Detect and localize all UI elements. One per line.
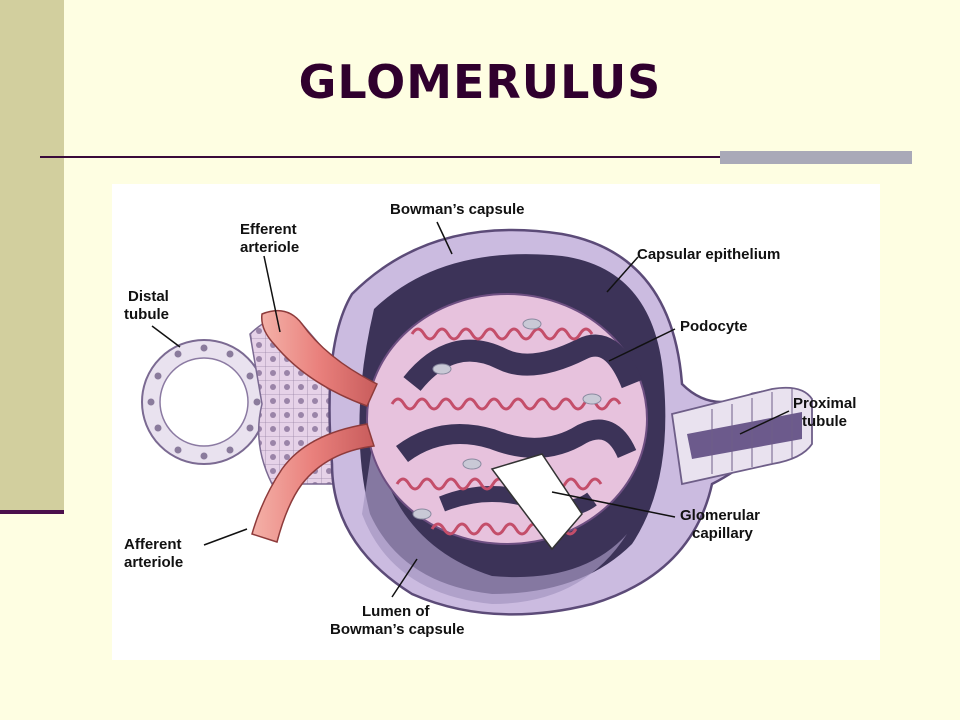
title-divider-accent [720,151,912,164]
label-glomerular-capillary-line1: Glomerular [680,507,760,524]
label-glomerular-capillary-line2: capillary [692,525,754,542]
label-afferent-arteriole-line1: Afferent [124,536,182,553]
label-proximal-tubule-line1: Proximal [793,395,856,412]
distal-tubule-drawing [141,339,267,465]
glomerulus-diagram: Bowman’s capsule Capsular epithelium Eff… [124,201,856,638]
slide-title: GLOMERULUS [298,55,662,109]
label-distal-tubule-line2: tubule [124,306,169,323]
label-capsular-epithelium: Capsular epithelium [637,246,780,263]
capillary-tuft [366,293,648,545]
label-podocyte: Podocyte [680,318,748,335]
label-bowmans-capsule: Bowman’s capsule [390,201,525,218]
label-lumen-line2: Bowman’s capsule [330,621,465,638]
label-distal-tubule-line1: Distal [128,288,169,305]
label-lumen-line1: Lumen of [362,603,430,620]
cutaway-wedge [490,453,583,551]
title-divider [40,156,912,158]
afferent-arteriole-vessel [251,423,375,543]
glomerulus-figure: Bowman’s capsule Capsular epithelium Eff… [112,184,880,660]
label-afferent-arteriole-line2: arteriole [124,554,183,571]
label-efferent-arteriole-line2: arteriole [240,239,299,256]
label-efferent-arteriole-line1: Efferent [240,221,297,238]
efferent-arteriole-vessel [261,309,378,407]
sidebar-accent-line [0,510,64,514]
left-sidebar-bar [0,0,64,512]
label-proximal-tubule-line2: tubule [802,413,847,430]
